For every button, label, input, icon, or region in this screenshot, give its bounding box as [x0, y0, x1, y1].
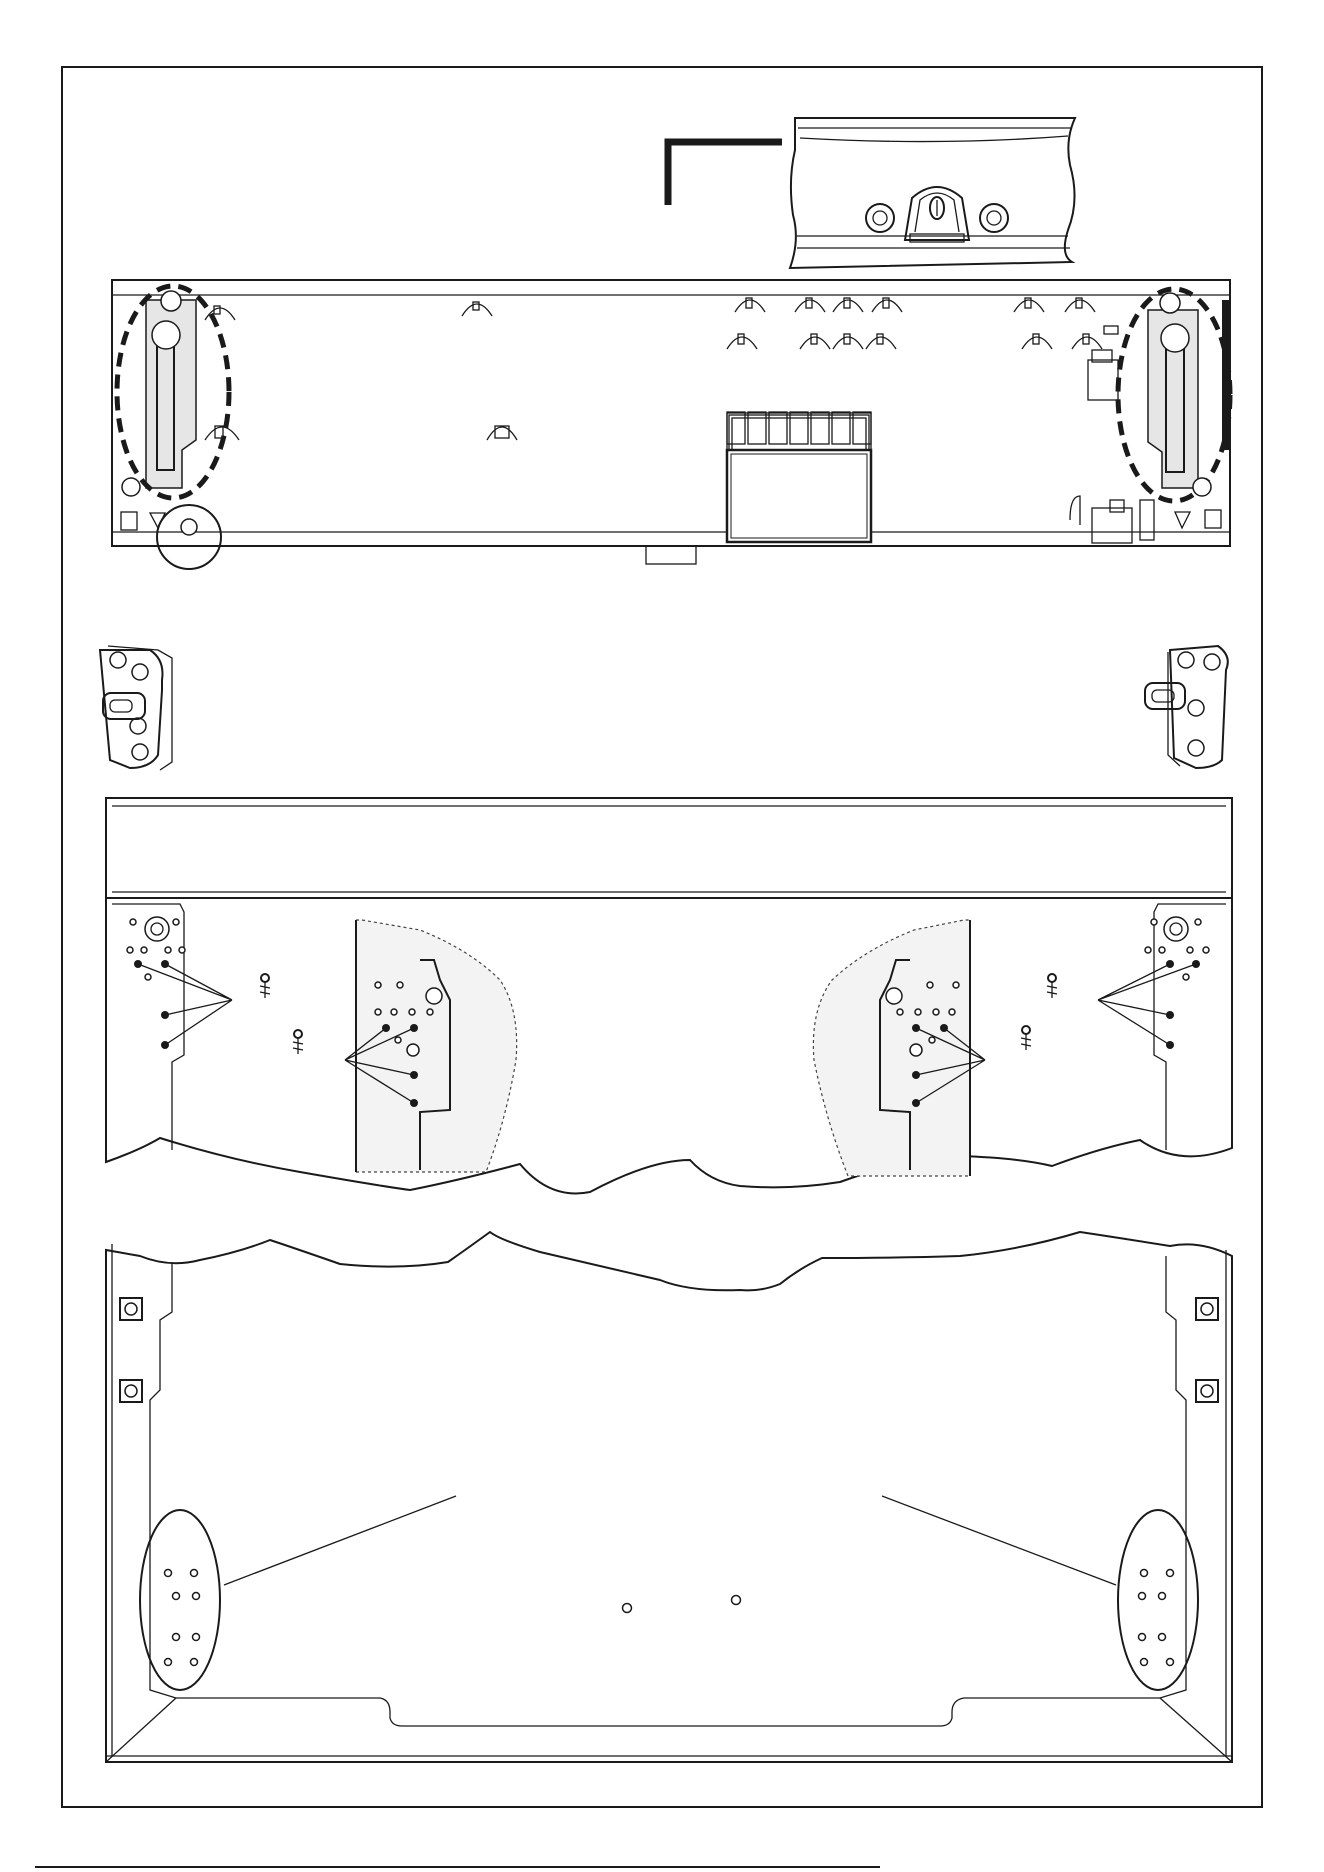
clip-latch-icon: [905, 187, 969, 242]
hinge-bracket-left: [100, 646, 172, 770]
left-magnified-area: [356, 920, 517, 1172]
left-hole-group: [140, 1510, 220, 1690]
panel-outline: [112, 280, 1230, 546]
page-frame: [62, 67, 1262, 1807]
pointer-line-right: [882, 1496, 1116, 1585]
base-outline: [106, 1232, 1232, 1762]
cabinet-base-view: [106, 1232, 1232, 1762]
panel-body: [106, 898, 1232, 1193]
torx-screw-icon: [980, 204, 1008, 232]
hinge-bracket-right: [1145, 646, 1228, 768]
screw-icon: [293, 1030, 303, 1054]
pointer-line-left: [224, 1496, 456, 1585]
screw-icon: [260, 974, 270, 998]
hook-icon-row: [205, 298, 1118, 440]
screw-icon: [1047, 974, 1057, 998]
panel-tab: [646, 546, 696, 564]
side-lugs: [120, 1298, 1218, 1402]
connector-parts: [1070, 350, 1154, 543]
torx-screw-icon: [866, 204, 894, 232]
screw-icon: [1021, 1026, 1031, 1050]
top-rail: [106, 798, 1232, 898]
callout-bracket: [668, 142, 782, 205]
right-magnified-area: [813, 920, 970, 1176]
panel-back-view: [112, 280, 1230, 569]
footer-rule: [35, 1866, 880, 1868]
door-panel-screw-mounting: [106, 798, 1232, 1193]
base-holes-left: [165, 1570, 200, 1666]
detail-inset-clip: [668, 118, 1075, 268]
mounting-holes-left: [127, 919, 232, 1049]
round-foot: [157, 505, 221, 569]
base-holes-right: [1139, 1570, 1174, 1666]
